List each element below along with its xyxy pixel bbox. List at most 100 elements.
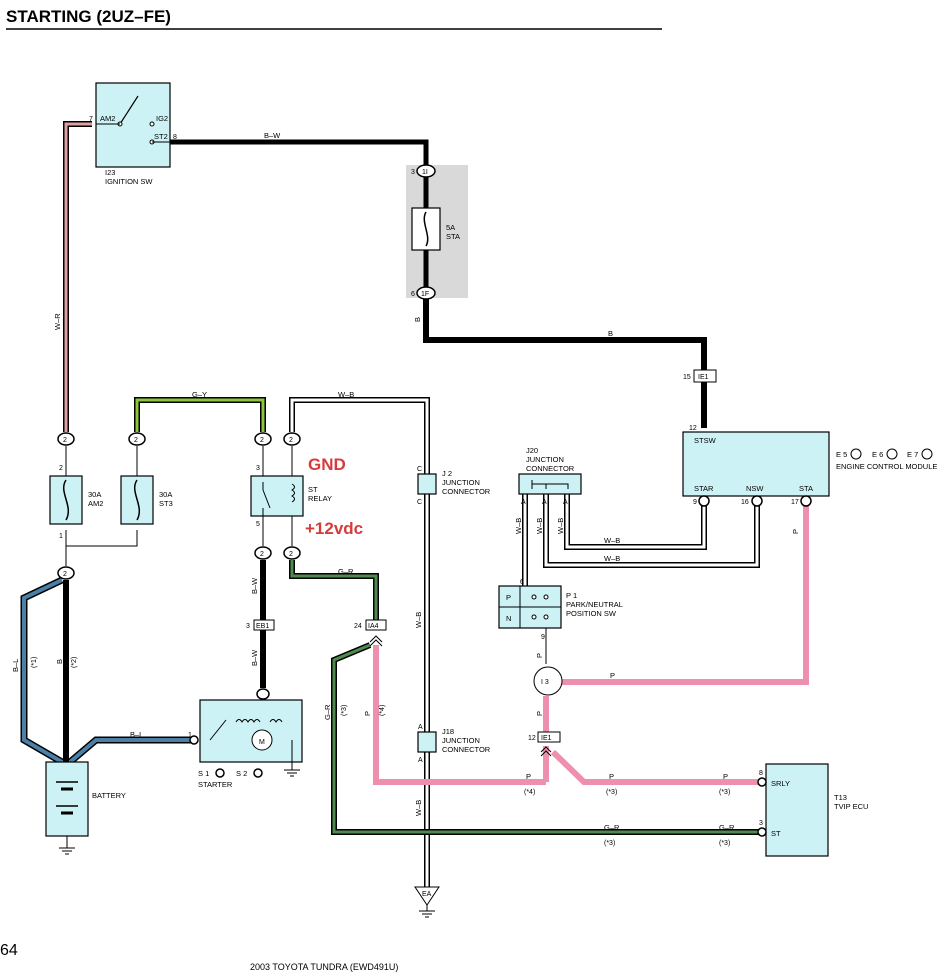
wire-fuse-bus bbox=[65, 530, 138, 566]
fuse-am2 bbox=[49, 475, 83, 525]
ground-ea bbox=[414, 886, 440, 918]
wire-b bbox=[423, 298, 707, 370]
pn-name2: POSITION SW bbox=[566, 609, 617, 618]
ign-ig2-label: IG2 bbox=[156, 114, 168, 123]
tvip-ecu bbox=[765, 763, 829, 857]
j20-code: J20 bbox=[526, 446, 538, 455]
wire-w-b-relay bbox=[289, 397, 430, 887]
sta-name: STA bbox=[446, 232, 460, 241]
conn-1i: 1I bbox=[422, 169, 428, 176]
conn-2-a: 2 bbox=[63, 437, 67, 444]
footer-document: 2003 TOYOTA TUNDRA (EWD491U) bbox=[250, 962, 398, 972]
note-n3-gr1: (*3) bbox=[604, 840, 615, 847]
fuse-am2-rating: 30A bbox=[88, 490, 101, 499]
ecm-stsw: STSW bbox=[694, 436, 717, 445]
conn-ie1-mid bbox=[537, 731, 561, 743]
j20-pin-1: A bbox=[521, 499, 526, 506]
fuse-st3 bbox=[120, 475, 154, 525]
sta-rating: 5A bbox=[446, 223, 455, 232]
fuse-st3-rating: 30A bbox=[159, 490, 172, 499]
wire-label-p-bot2: P bbox=[609, 772, 614, 781]
note-n4-bot: (*4) bbox=[524, 789, 535, 796]
wire-label-w-b-j20b: W–B bbox=[535, 518, 544, 534]
conn-eb1 bbox=[253, 619, 275, 631]
conn-ie1-mid-code: IE1 bbox=[541, 735, 552, 742]
wire-label-w-b-j18: W–B bbox=[414, 800, 423, 816]
wire-label-p-i3: P bbox=[610, 671, 615, 680]
wire-label-b-l-vert: B–L bbox=[11, 659, 20, 672]
wire-label-g-r-top: G–R bbox=[338, 567, 354, 576]
starter-s1: S 1 bbox=[198, 769, 209, 778]
wire-fuse-feeds bbox=[65, 446, 138, 476]
conn-1f: 1F bbox=[421, 291, 429, 298]
conn-eb1-pin: 3 bbox=[246, 623, 250, 630]
conn-ia4 bbox=[365, 619, 387, 631]
relay-pin-5: 5 bbox=[256, 521, 260, 528]
ecm-terminals bbox=[698, 495, 812, 507]
note-n1-battery: (*1) bbox=[31, 657, 38, 668]
wire-g-y bbox=[134, 397, 266, 432]
wire-label-p-i3-down: P bbox=[535, 711, 544, 716]
tvip-srly: SRLY bbox=[771, 779, 790, 788]
wire-p-ia4 bbox=[373, 645, 546, 785]
page-number: 64 bbox=[0, 942, 18, 959]
fuse-am2-pin2: 2 bbox=[59, 465, 63, 472]
j20-name2: CONNECTOR bbox=[526, 464, 575, 473]
note-n3-ia4: (*3) bbox=[341, 705, 348, 716]
conn-ie1-mid-arrows bbox=[540, 746, 552, 757]
ecm-ref-e6: E 6 bbox=[872, 450, 883, 459]
starter-pin-1: 1 bbox=[188, 732, 192, 739]
conn-ia4-code: IA4 bbox=[368, 623, 379, 630]
wire-label-p-pn: P bbox=[535, 653, 544, 658]
wire-label-p-ecm: P bbox=[791, 529, 800, 534]
tvip-st: ST bbox=[771, 829, 781, 838]
conn-ie1-top-pin: 15 bbox=[683, 374, 691, 381]
ignition-switch bbox=[95, 82, 171, 168]
j2-code: J 2 bbox=[442, 469, 452, 478]
tvip-pin-8: 8 bbox=[759, 770, 763, 777]
j18-name1: JUNCTION bbox=[442, 736, 480, 745]
wire-label-b-l-horiz: B–L bbox=[130, 730, 143, 739]
junction-i3 bbox=[533, 666, 563, 696]
ign-pin-8: 8 bbox=[173, 134, 177, 141]
sta-pin-6: 6 bbox=[411, 291, 415, 298]
ecm-sta: STA bbox=[799, 484, 813, 493]
wire-label-g-r-bot1: G–R bbox=[604, 823, 620, 832]
wire-label-w-b-j20c: W–B bbox=[556, 518, 565, 534]
pn-name1: PARK/NEUTRAL bbox=[566, 600, 623, 609]
i3-label: I 3 bbox=[541, 679, 549, 686]
conn-ia4-pin: 24 bbox=[354, 623, 362, 630]
tvip-name: TVIP ECU bbox=[834, 802, 868, 811]
j18-name2: CONNECTOR bbox=[442, 745, 491, 754]
starter-s2: S 2 bbox=[236, 769, 247, 778]
pn-pin-6: 6 bbox=[520, 579, 524, 586]
j20-bus bbox=[531, 480, 569, 489]
j20-name1: JUNCTION bbox=[526, 455, 564, 464]
park-neutral-switch bbox=[498, 585, 562, 629]
j18-pin-top: A bbox=[418, 724, 423, 731]
wire-label-w-b-ecm1: W–B bbox=[604, 536, 620, 545]
ign-am2-label: AM2 bbox=[100, 114, 115, 123]
ecm-pin-9: 9 bbox=[693, 499, 697, 506]
ea-label: EA bbox=[422, 891, 432, 898]
wire-label-p-bot1: P bbox=[526, 772, 531, 781]
pn-p: P bbox=[506, 593, 511, 602]
conn-2-b: 2 bbox=[134, 437, 138, 444]
j20-pin-3: A bbox=[563, 499, 568, 506]
conn-ie1-mid-pin: 12 bbox=[528, 735, 536, 742]
conn-ie1-top bbox=[693, 369, 717, 383]
sta-fuse bbox=[411, 164, 441, 300]
wire-w-b-ecm bbox=[522, 494, 760, 586]
ecm-pin-12: 12 bbox=[689, 425, 697, 432]
note-n3-bot3: (*3) bbox=[719, 789, 730, 796]
wire-label-b-ecm: B bbox=[608, 329, 613, 338]
ign-st2-label: ST2 bbox=[154, 132, 168, 141]
j2-pin-top: C bbox=[417, 466, 422, 473]
wire-p-ecm bbox=[562, 506, 809, 685]
fuse-am2-name: AM2 bbox=[88, 499, 103, 508]
relay-pin-3: 3 bbox=[256, 465, 260, 472]
wire-g-r-tvip bbox=[331, 642, 768, 835]
sta-pin-3: 3 bbox=[411, 169, 415, 176]
pn-pin-9: 9 bbox=[541, 634, 545, 641]
